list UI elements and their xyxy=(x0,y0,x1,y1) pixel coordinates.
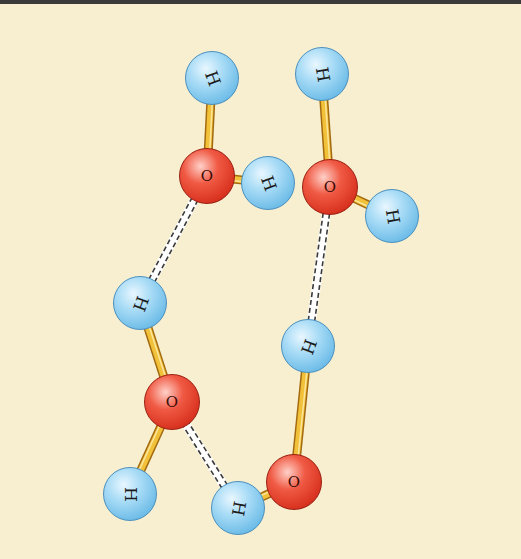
oxygen-atom: O xyxy=(179,148,235,204)
atom-symbol: H xyxy=(129,293,150,313)
bond-stroke xyxy=(315,213,330,321)
atom-symbol: H xyxy=(382,207,401,225)
hydrogen-atom: H xyxy=(185,51,239,105)
atom-symbol: H xyxy=(257,173,278,193)
bond-stroke xyxy=(188,422,227,485)
bond-stroke xyxy=(297,371,306,456)
hydrogen-bond xyxy=(183,422,227,488)
covalent-bond xyxy=(297,371,307,456)
atom-symbol: H xyxy=(201,68,222,88)
atom-symbol: O xyxy=(201,169,213,184)
bond-stroke xyxy=(154,200,197,282)
hydrogen-atom: H xyxy=(295,47,349,101)
hydrogen-bond xyxy=(308,212,329,321)
hydrogen-atom: H xyxy=(211,481,265,535)
oxygen-atom: O xyxy=(302,159,358,215)
top-band xyxy=(0,0,521,4)
oxygen-atom: O xyxy=(266,454,322,510)
covalent-bond xyxy=(208,103,212,150)
hydrogen-bond xyxy=(149,198,198,283)
bond-stroke xyxy=(139,425,160,471)
bond-stroke xyxy=(140,426,161,472)
oxygen-atom: O xyxy=(144,374,200,430)
bond-stroke xyxy=(297,371,306,456)
bond-stroke xyxy=(140,426,161,472)
atom-symbol: H xyxy=(297,336,318,356)
hydrogen-atom: H xyxy=(113,276,167,330)
bond-stroke xyxy=(298,371,307,456)
atom-symbol: H xyxy=(312,65,331,83)
atom-symbol: O xyxy=(324,180,336,195)
bond-stroke xyxy=(186,424,225,487)
hydrogen-atom: H xyxy=(241,156,295,210)
covalent-bond xyxy=(324,99,330,161)
covalent-bond xyxy=(139,425,161,471)
bond-stroke xyxy=(149,326,165,376)
bond-stroke xyxy=(311,213,326,321)
bond-stroke xyxy=(148,327,164,377)
covalent-bond xyxy=(148,326,166,377)
bond-stroke xyxy=(149,198,192,280)
bond-stroke xyxy=(152,199,195,281)
bond-stroke xyxy=(183,426,222,489)
hydrogen-atom: H xyxy=(281,319,335,373)
atom-symbol: O xyxy=(288,475,300,490)
hydrogen-atom: H xyxy=(365,189,419,243)
bond-stroke xyxy=(210,103,212,150)
bond-stroke xyxy=(308,212,323,320)
atom-symbol: O xyxy=(166,395,178,410)
atom-symbol: H xyxy=(121,487,138,502)
bond-stroke xyxy=(325,99,329,161)
hydrogen-atom: H xyxy=(103,467,157,521)
atom-symbol: H xyxy=(228,499,247,517)
bond-stroke xyxy=(148,327,164,377)
